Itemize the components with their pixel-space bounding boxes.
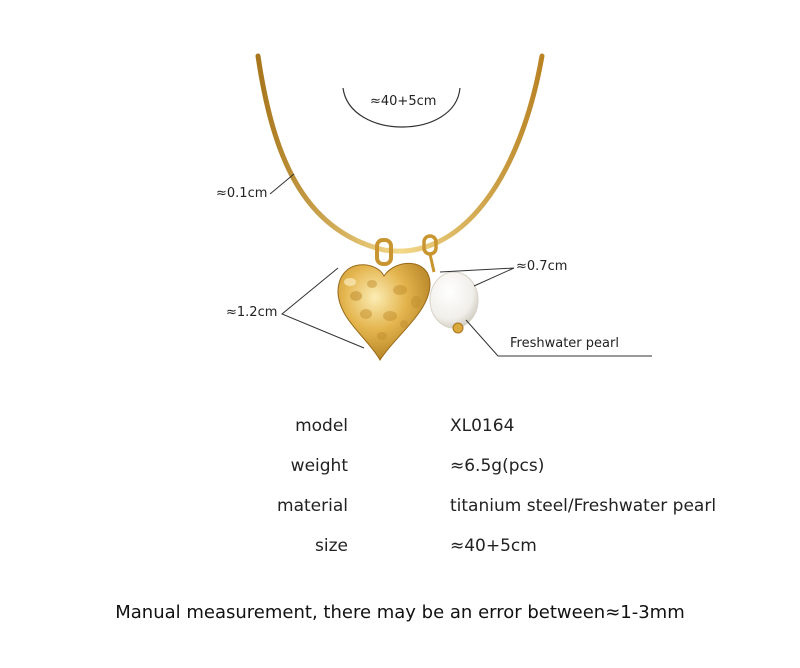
necklace-illustration [255,53,652,361]
chain-pointer [269,173,295,195]
spec-value: titanium steel/Freshwater pearl [450,496,717,516]
spec-key: size [315,536,348,556]
spec-value: ≈6.5g(pcs) [450,456,545,476]
pearl-label-pointer [465,319,652,357]
chain-thickness-label: ≈0.1cm [216,186,268,201]
heart-pendant [337,263,431,361]
heart-pointer [281,267,365,349]
spec-key: material [277,496,348,516]
pearl-pendant [429,271,479,334]
pearl-size-label: ≈0.7cm [516,259,568,274]
length-arc [342,87,461,128]
pearl-pointer [439,267,515,287]
measurement-note: Manual measurement, there may be an erro… [115,602,685,623]
heart-size-label: ≈1.2cm [226,305,278,320]
heart-bail [375,238,393,266]
pearl-type-label: Freshwater pearl [510,336,619,351]
spec-value: ≈40+5cm [450,536,537,556]
spec-key: weight [290,456,348,476]
length-label: ≈40+5cm [370,94,437,109]
chain [255,53,545,254]
spec-value: XL0164 [450,416,515,436]
spec-key: model [295,416,348,436]
